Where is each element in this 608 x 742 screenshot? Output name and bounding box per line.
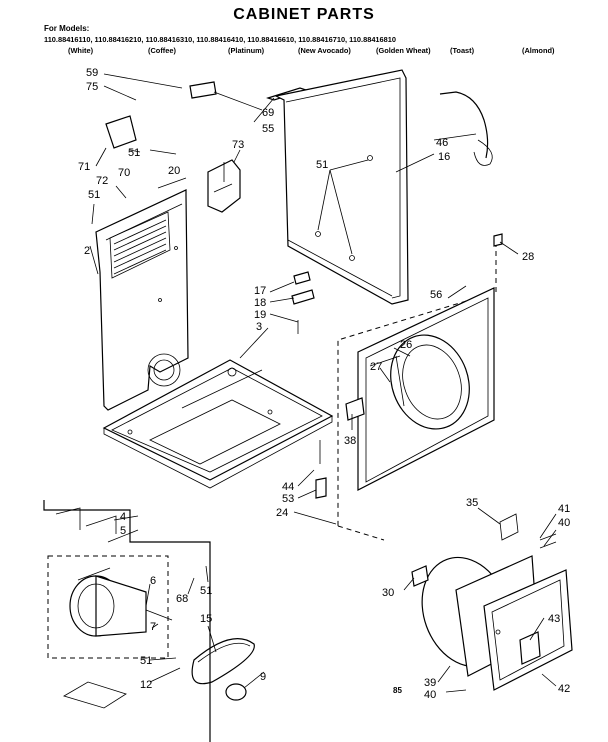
callout-73: 73 xyxy=(232,139,244,151)
callout-40: 40 xyxy=(424,689,436,701)
callout-46: 46 xyxy=(436,137,448,149)
callout-56: 56 xyxy=(430,289,442,301)
model-color: (Golden Wheat) xyxy=(376,46,431,55)
callout-16: 16 xyxy=(438,151,450,163)
callout-5: 5 xyxy=(120,525,126,537)
callout-68: 68 xyxy=(176,593,188,605)
model-number: 110.88416810 xyxy=(349,35,396,44)
callout-53: 53 xyxy=(282,493,294,505)
callout-6: 6 xyxy=(150,575,156,587)
model-number: 110.88416610, xyxy=(247,35,297,44)
callout-44: 44 xyxy=(282,481,294,493)
callout-28: 28 xyxy=(522,251,534,263)
front-panel-24 xyxy=(337,242,497,541)
callout-27: 27 xyxy=(370,361,382,373)
diagram-title: CABINET PARTS xyxy=(233,6,375,23)
callout-38: 38 xyxy=(344,435,356,447)
callout-51: 51 xyxy=(200,585,212,597)
callout-51: 51 xyxy=(316,159,328,171)
cabinet-side-panel-2 xyxy=(95,189,189,411)
callout-40: 40 xyxy=(558,517,570,529)
callout-55: 55 xyxy=(262,123,274,135)
callout-51: 51 xyxy=(128,147,140,159)
model-color: (White) xyxy=(68,46,94,55)
model-color: (Toast) xyxy=(450,46,475,55)
model-color: (Platinum) xyxy=(228,46,265,55)
model-numbers-row: 110.88416110, 110.88416210, 110.88416310… xyxy=(44,35,604,44)
callout-71: 71 xyxy=(78,161,90,173)
callout-3: 3 xyxy=(256,321,262,333)
model-colors-row: (White) (Coffee) (Platinum) (New Avocado… xyxy=(44,46,604,56)
cabinet-top-panel-16 xyxy=(274,69,409,305)
motor-5-6 xyxy=(63,567,173,709)
models-heading: For Models: xyxy=(44,24,90,33)
callout-18: 18 xyxy=(254,297,266,309)
leader-lines xyxy=(89,73,557,693)
callout-17: 17 xyxy=(254,285,266,297)
callout-9: 9 xyxy=(260,671,266,683)
callout-4: 4 xyxy=(120,511,126,523)
callout-51: 51 xyxy=(88,189,100,201)
model-color: (Almond) xyxy=(522,46,555,55)
model-number: 110.88416310, xyxy=(145,35,195,44)
belt-15-idler-9 xyxy=(191,638,255,701)
callout-20: 20 xyxy=(168,165,180,177)
callout-72: 72 xyxy=(96,175,108,187)
door-assembly-26-27 xyxy=(357,287,495,491)
model-number: 110.88416410, xyxy=(196,35,246,44)
cabinet-base-3 xyxy=(102,359,334,489)
model-color: (New Avocado) xyxy=(298,46,351,55)
callout-12: 12 xyxy=(140,679,152,691)
callout-69: 69 xyxy=(262,107,274,119)
power-cord-46 xyxy=(439,91,493,166)
model-number: 110.88416710, xyxy=(298,35,348,44)
callout-19: 19 xyxy=(254,309,266,321)
callout-41: 41 xyxy=(558,503,570,515)
callout-26: 26 xyxy=(400,339,412,351)
model-color: (Coffee) xyxy=(148,46,176,55)
callout-43: 43 xyxy=(548,613,560,625)
callout-59: 59 xyxy=(86,67,98,79)
callout-24: 24 xyxy=(276,507,288,519)
callout-51: 51 xyxy=(140,655,152,667)
bracket-73 xyxy=(207,159,241,213)
callout-labels: 59 75 69 55 73 71 70 51 72 20 51 2 46 16… xyxy=(78,67,570,701)
callout-75: 75 xyxy=(86,81,98,93)
callout-2: 2 xyxy=(84,245,90,257)
small-hardware xyxy=(55,81,503,587)
callout-15: 15 xyxy=(200,613,212,625)
callout-39: 39 xyxy=(424,677,436,689)
callout-70: 70 xyxy=(118,167,130,179)
callout-7: 7 xyxy=(150,621,156,633)
drum-assembly-39-42 xyxy=(421,513,573,691)
model-number: 110.88416210, xyxy=(94,35,144,44)
diagram-code: 85 xyxy=(393,686,402,695)
motor-area-boundary xyxy=(43,500,211,742)
callout-42: 42 xyxy=(558,683,570,695)
callout-35: 35 xyxy=(466,497,478,509)
callout-30: 30 xyxy=(382,587,394,599)
model-number: 110.88416110, xyxy=(44,35,93,44)
